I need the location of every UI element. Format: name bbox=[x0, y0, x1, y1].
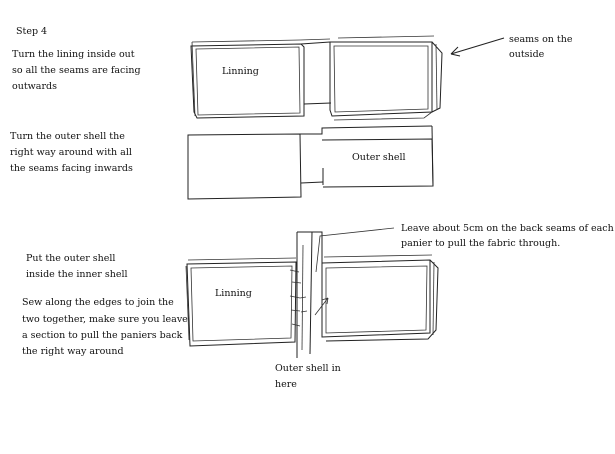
instruction-line: Sew along the edges to join the bbox=[22, 297, 174, 308]
step-title: Step 4 bbox=[16, 26, 47, 37]
label-lining-bottom: Linning bbox=[215, 288, 252, 299]
instruction-sew-edges: Sew along the edges to join the two toge… bbox=[22, 297, 188, 357]
instruction-outer-shell-right-way: Turn the outer shell the right way aroun… bbox=[10, 131, 133, 174]
combined-panier-sketch bbox=[185, 227, 439, 358]
instruction-line: right way around with all bbox=[10, 147, 132, 158]
label-outer-shell-in-here: Outer shell in bbox=[275, 363, 341, 374]
instruction-line: the right way around bbox=[22, 346, 124, 357]
label-seams-outside: outside bbox=[509, 49, 545, 60]
label-leave-5cm: panier to pull the fabric through. bbox=[401, 238, 560, 249]
instruction-line: inside the inner shell bbox=[26, 269, 128, 280]
label-leave-5cm: Leave about 5cm on the back seams of eac… bbox=[401, 223, 614, 234]
instruction-line: Turn the lining inside out bbox=[12, 49, 135, 60]
instruction-line: Turn the outer shell the bbox=[10, 131, 125, 142]
instruction-line: Put the outer shell bbox=[26, 253, 115, 264]
instruction-line: outwards bbox=[12, 81, 57, 92]
instruction-line: so all the seams are facing bbox=[12, 65, 141, 76]
label-lining-top: Linning bbox=[222, 66, 259, 77]
instruction-put-outer-inside: Put the outer shell inside the inner she… bbox=[26, 253, 128, 280]
instruction-lining-inside-out: Turn the lining inside out so all the se… bbox=[12, 49, 141, 92]
label-outer-shell: Outer shell bbox=[352, 152, 406, 163]
lining-panier-sketch bbox=[190, 35, 505, 121]
label-outer-shell-in-here: here bbox=[275, 379, 297, 390]
instruction-line: the seams facing inwards bbox=[10, 163, 133, 174]
instruction-line: a section to pull the paniers back bbox=[22, 330, 183, 341]
outer-shell-panier-sketch bbox=[187, 125, 434, 200]
instruction-line: two together, make sure you leave bbox=[22, 314, 188, 325]
label-seams-outside: seams on the bbox=[509, 34, 573, 45]
